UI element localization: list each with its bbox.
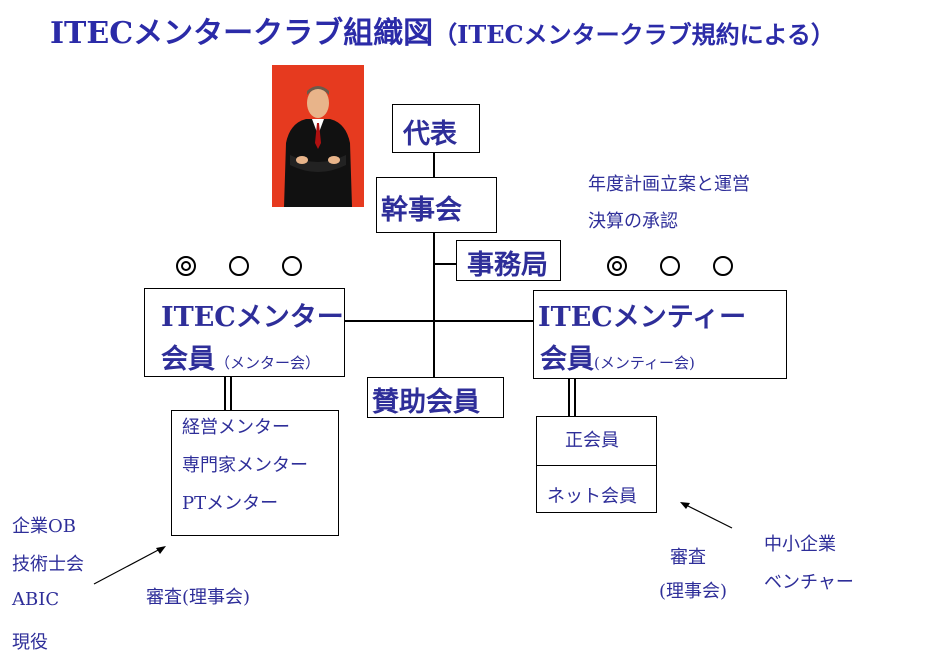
mentee-types-divider [537,465,656,466]
office-box: 事務局 [456,240,561,281]
mentor-type: PTメンター [182,493,279,514]
connector-mentee-double-a [568,378,570,416]
circle-icon [660,256,680,276]
mentor-members-title: ITECメンター [161,302,344,333]
connector-mentee-double-b [574,378,576,416]
mentee-type: ネット会員 [547,486,637,507]
connector-main-vertical [433,232,435,380]
office-label: 事務局 [467,250,548,281]
mentee-members-box: ITECメンティー 会員(メンティー会) [533,290,787,379]
double-circle-icon [607,256,627,276]
mentee-review-label: 審査 [670,547,706,568]
mentor-type: 専門家メンター [182,455,308,476]
connector-office [433,263,457,265]
title-main: ITECメンタークラブ組織図 [50,16,434,51]
mentee-type: 正会員 [565,430,619,451]
mentor-source: 現役 [12,632,48,653]
mentor-type: 経営メンター [182,417,290,438]
title-sub: （ITECメンタークラブ規約による） [433,20,835,49]
mentee-source: 中小企業 [764,534,836,555]
council-box: 幹事会 [376,177,497,233]
mentor-types-box: 経営メンター 専門家メンター PTメンター [171,410,339,536]
circle-icon [282,256,302,276]
mentee-review-label: (理事会) [659,581,728,602]
mentee-members-line2: 会員(メンティー会) [540,344,695,375]
connector-mentor-double-a [224,376,226,410]
arrow-icon [93,546,166,585]
mentor-source: ABIC [12,589,60,610]
businessman-image [272,65,364,207]
representative-label: 代表 [403,119,457,150]
circle-icon [713,256,733,276]
mentee-source: ベンチャー [764,572,854,593]
mentee-members-title: ITECメンティー [538,302,747,333]
mentor-members-line2: 会員（メンター会） [161,344,321,375]
mentor-members-box: ITECメンター 会員（メンター会） [144,288,345,377]
mentee-types-box: 正会員 ネット会員 [536,416,657,513]
connector-mentor-double-b [230,376,232,410]
double-circle-icon [176,256,196,276]
supporting-members-label: 賛助会員 [372,387,480,418]
council-duty: 年度計画立案と運営 [588,174,750,195]
arrow-icon [680,502,733,529]
mentor-review-label: 審査(理事会) [146,587,251,608]
mentor-source: 技術士会 [12,554,84,575]
connector-horizontal [345,320,535,322]
mentor-source: 企業OB [12,516,76,537]
connector-rep-to-council [433,152,435,178]
page-title: ITECメンタークラブ組織図（ITECメンタークラブ規約による） [50,8,835,52]
council-duty: 決算の承認 [588,211,678,232]
representative-box: 代表 [392,104,480,153]
council-label: 幹事会 [381,195,462,226]
circle-icon [229,256,249,276]
supporting-members-box: 賛助会員 [367,377,504,418]
